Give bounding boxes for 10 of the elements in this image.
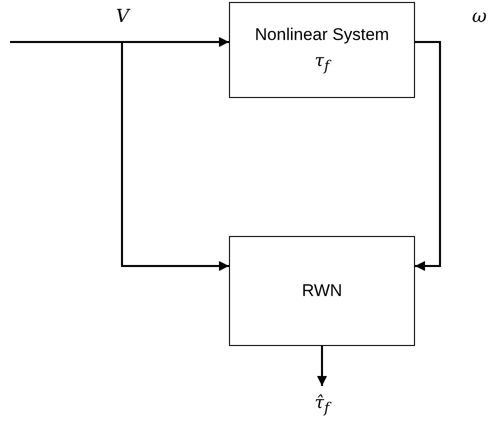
arrow	[121, 42, 229, 271]
process-box	[229, 236, 415, 346]
output-label: τ̂$_{f}$	[314, 393, 330, 417]
box-label: Nonlinear System	[254, 25, 390, 46]
box-label: RWN	[302, 281, 342, 301]
arrow	[317, 346, 327, 386]
process-box	[229, 2, 415, 98]
arrow	[415, 41, 441, 271]
arrow	[10, 37, 229, 47]
formula-text: τ$_{f}$	[314, 51, 330, 75]
